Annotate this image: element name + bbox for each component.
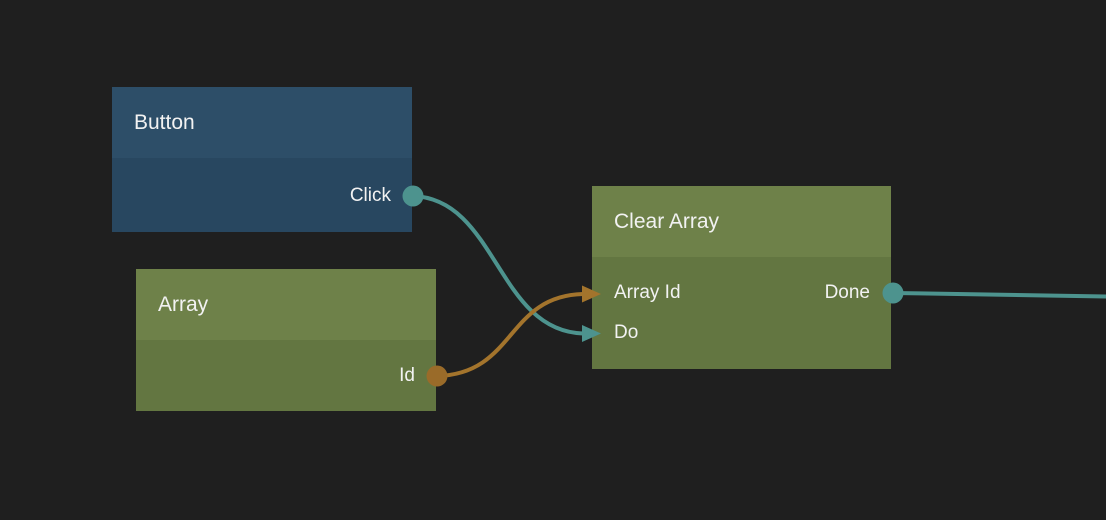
port-label-do: Do xyxy=(614,322,639,343)
node-clear-array-header[interactable]: Clear Array xyxy=(592,186,891,257)
port-label-done: Done xyxy=(824,282,870,303)
node-array-header[interactable]: Array xyxy=(136,269,436,340)
port-label-id: Id xyxy=(399,365,415,386)
node-button[interactable]: Button Click xyxy=(112,87,412,232)
node-array-body: Id xyxy=(136,340,436,411)
wire-click-to-do[interactable] xyxy=(411,194,585,336)
wire-done-offscreen[interactable] xyxy=(891,291,1106,299)
node-clear-array-title: Clear Array xyxy=(614,209,720,233)
node-array[interactable]: Array Id xyxy=(136,269,436,411)
node-clear-array-body: Array Id Done Do xyxy=(592,257,891,369)
node-button-header[interactable]: Button xyxy=(112,87,412,158)
port-label-array-id: Array Id xyxy=(614,282,681,303)
node-button-title: Button xyxy=(134,110,195,134)
port-label-click: Click xyxy=(349,185,391,206)
wire-id-to-array-id[interactable] xyxy=(435,292,585,378)
node-button-body: Click xyxy=(112,158,412,232)
node-clear-array[interactable]: Clear Array Array Id Done Do xyxy=(592,186,891,369)
node-array-title: Array xyxy=(158,292,209,316)
